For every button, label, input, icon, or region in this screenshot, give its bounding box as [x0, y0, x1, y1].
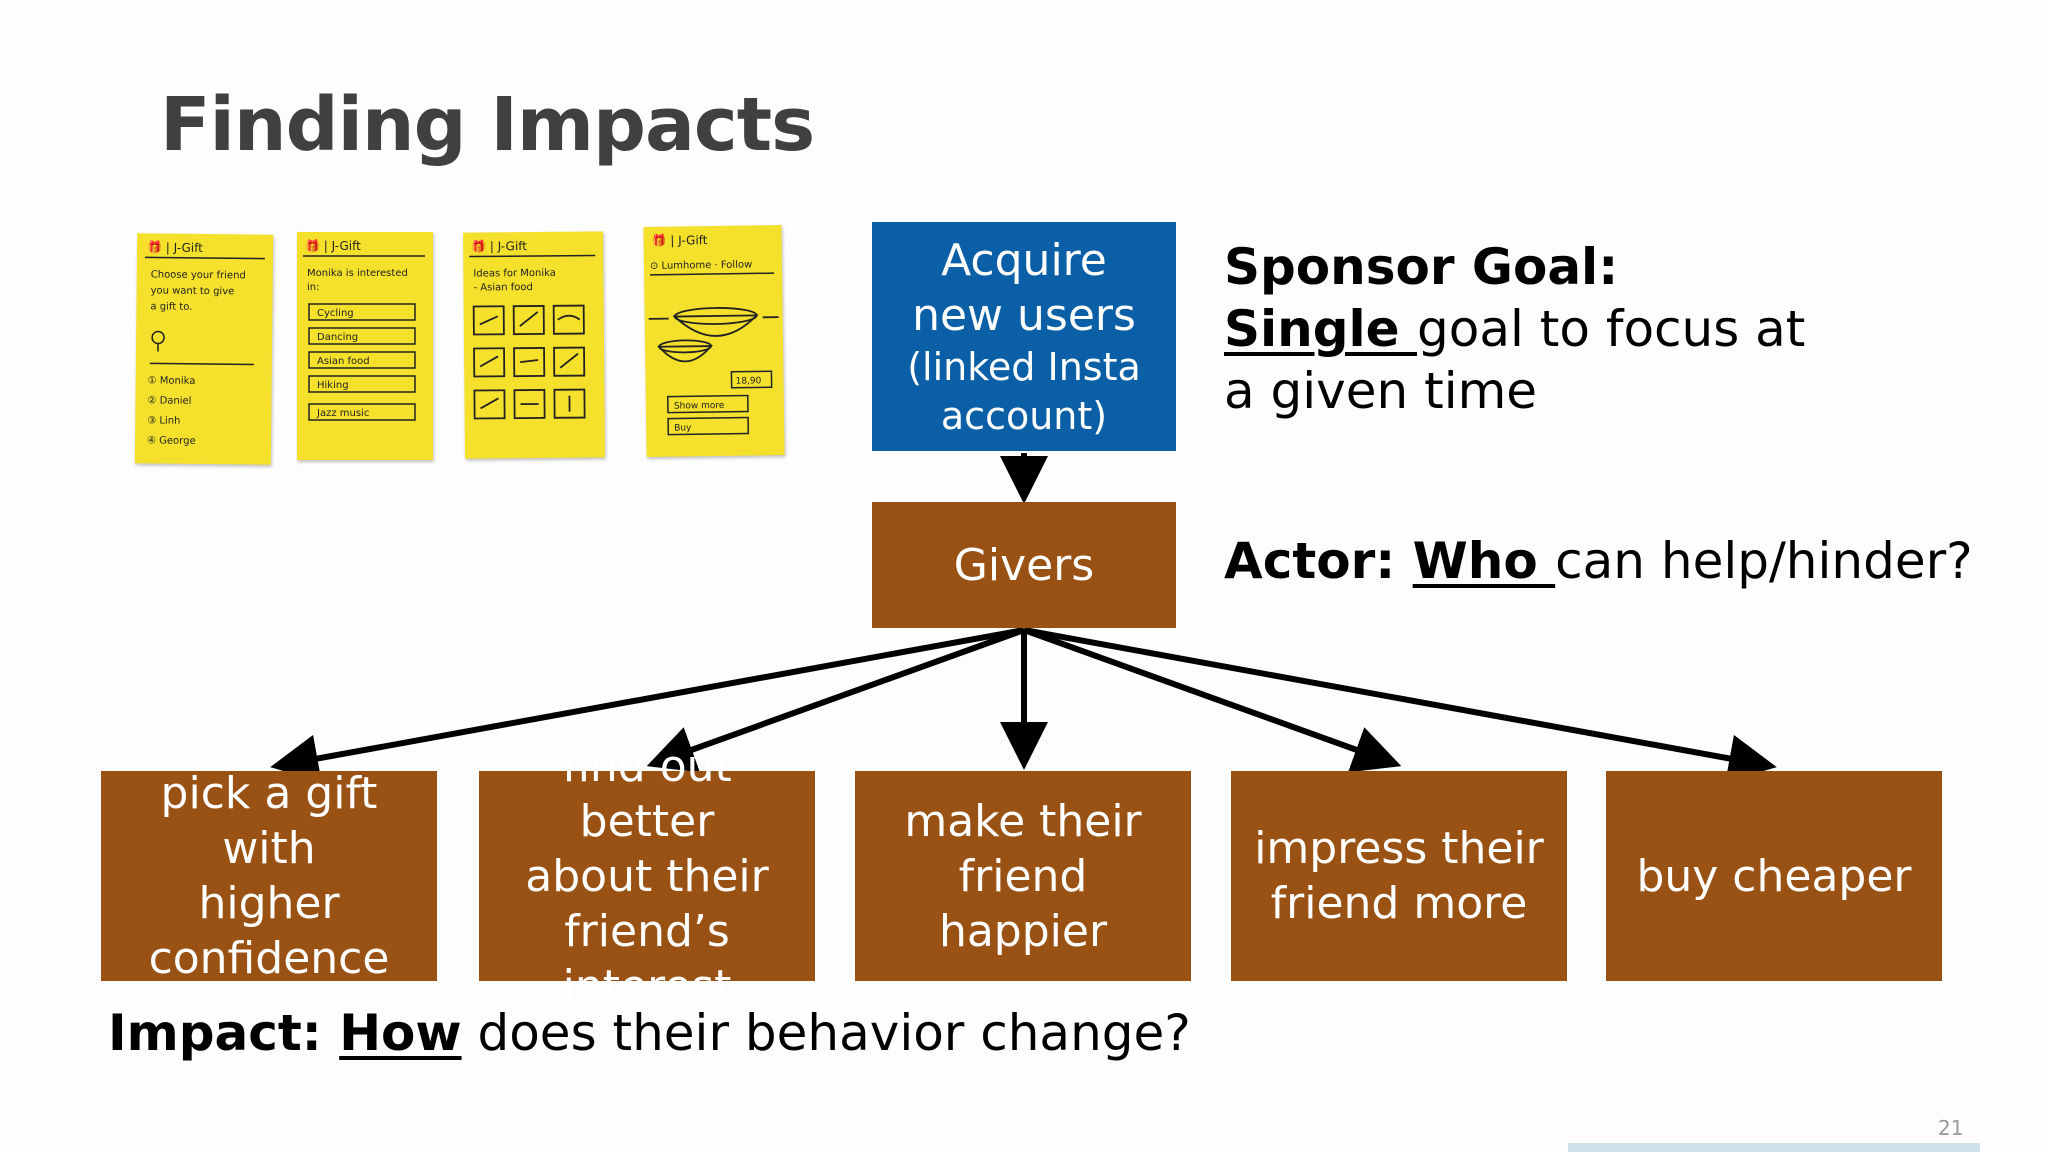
idea-grid-icon	[472, 304, 586, 420]
svg-text:🎁 | J-Gift: 🎁 | J-Gift	[471, 239, 527, 253]
svg-text:Buy: Buy	[674, 423, 692, 433]
arrow-actor-to-impact-4	[1022, 627, 1402, 773]
goal-box-primary-text: Acquire new users	[912, 234, 1136, 341]
svg-text:③ Linh: ③ Linh	[147, 415, 180, 426]
impact-box-text: buy cheaper	[1636, 850, 1912, 902]
page-number: 21	[1938, 1116, 1964, 1140]
impact-box-5: buy cheaper	[1606, 771, 1942, 981]
sketch-note-gift-ideas: 🎁 | J-Gift Ideas for Monika - Asian food	[463, 231, 605, 459]
goal-box: Acquire new users (linked Insta account)	[872, 222, 1176, 451]
bowl-icon	[648, 307, 779, 363]
impact-label: Impact: How does their behavior change?	[108, 1002, 1208, 1064]
sponsor-goal-label: Sponsor Goal: Single goal to focus at a …	[1224, 236, 1864, 422]
svg-text:a gift to.: a gift to.	[150, 301, 192, 312]
svg-text:Monika is interested: Monika is interested	[307, 268, 408, 279]
impact-text: does their behavior change?	[461, 1004, 1191, 1062]
svg-text:④ George: ④ George	[147, 435, 196, 447]
impact-box-text: find out better about their friend’s int…	[525, 740, 769, 1012]
impact-box-text: impress their friend more	[1254, 823, 1544, 929]
impact-box-4: impress their friend more	[1231, 771, 1567, 981]
svg-text:you want to give: you want to give	[151, 285, 235, 297]
arrow-actor-to-impact-2	[646, 627, 1026, 773]
sketch-drawing: 🎁 | J-Gift Choose your friend you want t…	[144, 240, 265, 447]
impact-keyword: How	[339, 1004, 462, 1062]
actor-label: Actor: Who can help/hinder?	[1224, 530, 2004, 592]
arrow-actor-to-impact-5	[1023, 627, 1777, 783]
svg-text:Dancing: Dancing	[317, 332, 358, 343]
actor-heading: Actor:	[1224, 532, 1413, 590]
actor-text: can help/hinder?	[1555, 532, 1973, 590]
svg-text:Asian food: Asian food	[317, 356, 370, 367]
sketch-drawing: 🎁 | J-Gift Monika is interested in: Cycl…	[303, 239, 425, 421]
svg-text:⊙ Lumhome · Follow: ⊙ Lumhome · Follow	[650, 259, 752, 271]
svg-text:② Daniel: ② Daniel	[147, 395, 191, 406]
impact-heading: Impact:	[108, 1004, 340, 1062]
page-title: Finding Impacts	[160, 82, 815, 168]
svg-text:🎁 | J-Gift: 🎁 | J-Gift	[651, 233, 707, 248]
impact-box-text: make their friend happier	[904, 795, 1142, 957]
goal-box-secondary-text: (linked Insta account)	[907, 344, 1141, 438]
svg-text:Hiking: Hiking	[317, 380, 349, 391]
actor-keyword: Who	[1412, 532, 1556, 590]
progress-bar-decoration	[1568, 1143, 1980, 1152]
svg-text:① Monika: ① Monika	[148, 375, 196, 386]
sketch-note-interests: 🎁 | J-Gift Monika is interested in: Cycl…	[297, 232, 433, 460]
actor-box: Givers	[872, 502, 1176, 628]
sponsor-goal-text-2: a given time	[1224, 362, 1538, 420]
actor-box-text: Givers	[953, 539, 1095, 591]
impact-box-1: pick a gift with higher confidence	[101, 768, 437, 984]
svg-text:Choose your friend: Choose your friend	[151, 269, 246, 281]
sketch-note-friend-list: 🎁 | J-Gift Choose your friend you want t…	[134, 233, 274, 465]
impact-box-2: find out better about their friend’s int…	[479, 741, 815, 1012]
sketch-drawing: 🎁 | J-Gift ⊙ Lumhome · Follow 18,90 Show…	[648, 233, 779, 436]
svg-text:Cycling: Cycling	[317, 308, 354, 319]
impact-box-text: pick a gift with higher confidence	[148, 768, 390, 984]
impact-box-3: make their friend happier	[855, 771, 1191, 981]
sketch-drawing: 🎁 | J-Gift Ideas for Monika - Asian food	[469, 239, 596, 420]
arrow-actor-to-impact-1	[270, 627, 1025, 783]
svg-text:in:: in:	[307, 282, 320, 293]
svg-text:- Asian food: - Asian food	[473, 282, 532, 294]
sponsor-goal-text-1: goal to focus at	[1417, 300, 1806, 358]
sponsor-goal-heading: Sponsor Goal:	[1224, 238, 1619, 296]
sponsor-goal-keyword: Single	[1224, 300, 1417, 358]
svg-text:Jazz music: Jazz music	[316, 408, 369, 419]
svg-text:18,90: 18,90	[736, 376, 762, 386]
svg-text:🎁 | J-Gift: 🎁 | J-Gift	[305, 239, 361, 253]
svg-text:Show more: Show more	[674, 401, 725, 412]
svg-text:Ideas for Monika: Ideas for Monika	[473, 268, 556, 280]
sketch-app-name: 🎁 | J-Gift	[147, 240, 203, 255]
sketch-note-product: 🎁 | J-Gift ⊙ Lumhome · Follow 18,90 Show…	[643, 225, 785, 457]
